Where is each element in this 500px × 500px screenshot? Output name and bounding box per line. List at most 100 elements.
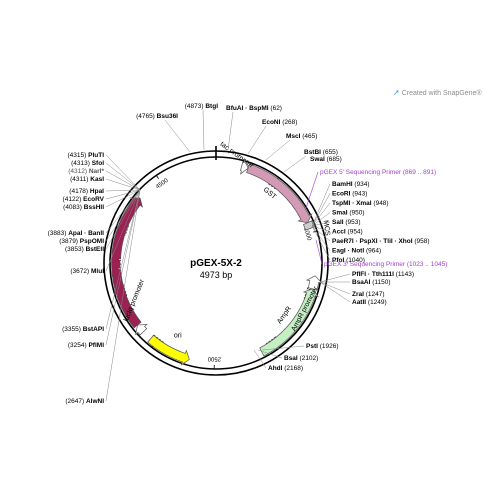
restriction-site-label: ZraI (1247) — [352, 291, 385, 298]
leader-line — [105, 189, 141, 346]
primer-label: pGEX 3' Sequencing Primer (1023 .. 1045) — [324, 261, 447, 268]
restriction-site-label: (4311) KasI — [70, 176, 104, 183]
restriction-site-label: PaeR7I · PspXI · TliI · XhoI (958) — [332, 238, 430, 245]
restriction-site-label: TspMI · XmaI (948) — [332, 200, 389, 207]
restriction-site-label: SwaI (685) — [310, 156, 342, 163]
restriction-site-label: EagI · NotI (964) — [332, 248, 381, 255]
tick-label: 4500 — [155, 178, 170, 191]
feature-ampr-promoter — [305, 275, 323, 291]
leader-line — [105, 189, 141, 192]
leader-line — [105, 170, 141, 191]
leader-line — [105, 154, 141, 191]
feature-layer — [111, 158, 323, 366]
restriction-site-label: PstI (1926) — [306, 343, 339, 350]
leader-line — [311, 202, 331, 227]
feature-tac-promoter — [239, 158, 249, 175]
restriction-site-label: BamHI (934) — [332, 181, 370, 188]
feature-laciq-promoter — [135, 324, 148, 336]
feature-label: MCS — [322, 220, 331, 237]
restriction-site-label: (4083) BssHII — [63, 204, 104, 211]
leader-line — [311, 225, 331, 232]
leader-line — [261, 345, 305, 351]
leader-line — [257, 349, 283, 359]
leader-line — [164, 119, 191, 153]
restriction-site-label: MscI (465) — [286, 133, 317, 140]
leader-line — [319, 281, 351, 295]
leader-line — [105, 189, 141, 272]
leader-line — [311, 225, 331, 261]
tick-label: 2500 — [207, 355, 221, 361]
leader-line — [105, 189, 141, 250]
restriction-site-label: PflFI · Tth111I (1143) — [352, 271, 414, 278]
leader-line — [311, 221, 331, 227]
tick-label: 1000 — [302, 227, 312, 242]
restriction-site-label: (3879) PspOMI — [59, 238, 104, 245]
leader-line — [105, 178, 141, 191]
restriction-site-label: (3883) ApaI · BanII — [48, 230, 105, 237]
leader-line — [253, 349, 267, 369]
restriction-site-label: (3254) PflMI — [68, 342, 104, 349]
restriction-site-label: (4313) SfoI — [71, 160, 104, 167]
leader-line — [105, 189, 141, 234]
restriction-site-label: SmaI (950) — [332, 210, 365, 217]
leader-line — [311, 225, 331, 251]
restriction-site-label: EcoRI (943) — [332, 191, 367, 198]
leader-line — [105, 189, 141, 200]
feature-gst — [246, 163, 313, 224]
leader-line-layer — [105, 109, 351, 402]
tick-mark — [156, 175, 159, 179]
restriction-site-label: BfuAI · BspMI (62) — [226, 105, 282, 112]
leader-line — [105, 189, 141, 330]
plasmid-size: 4973 bp — [200, 270, 233, 280]
leader-line — [247, 125, 267, 155]
snapgene-credit: ➚Created with SnapGene® — [393, 88, 482, 97]
leader-line — [311, 193, 331, 227]
restriction-site-label: BsaAI (1150) — [352, 279, 391, 286]
leader-line — [105, 189, 141, 208]
restriction-site-label: BsaI (2102) — [284, 355, 318, 362]
leader-line — [319, 273, 351, 283]
restriction-site-label: (2647) AlwNI — [65, 398, 104, 405]
restriction-site-label: EcoNI (268) — [262, 119, 297, 126]
restriction-site-label: AhdI (2168) — [268, 365, 303, 372]
primer-leader — [315, 239, 323, 265]
leader-line — [311, 212, 331, 227]
snapgene-logo-icon: ➚ — [393, 88, 400, 97]
plasmid-name: pGEX-5X-2 — [190, 258, 242, 269]
restriction-site-label: (4873) BtgI — [185, 103, 218, 110]
restriction-site-label: (4765) Bsu36I — [136, 113, 178, 120]
leader-line — [319, 281, 351, 303]
leader-line — [265, 139, 291, 161]
restriction-site-label: AatII (1249) — [352, 299, 387, 306]
restriction-site-label: PfoI (1040) — [332, 257, 365, 264]
feature-ampr — [259, 288, 320, 357]
feature-label: lacI — [119, 259, 126, 270]
leader-line — [105, 189, 141, 402]
restriction-site-label: BstBI (655) — [304, 149, 338, 156]
feature-mcs — [302, 220, 315, 231]
primer-leader — [305, 171, 319, 209]
feature-laci — [111, 197, 144, 329]
leader-line — [202, 109, 205, 151]
restriction-site-label: SalI (953) — [332, 219, 361, 226]
restriction-site-label: (4178) HpaI — [69, 188, 104, 195]
restriction-site-label: (3355) BstAPI — [62, 326, 104, 333]
feature-label: ori — [174, 332, 182, 339]
site-label-layer: BamHI (934) EcoRI (943) TspMI · XmaI (948)… — [48, 103, 448, 405]
leader-line — [311, 183, 331, 227]
restriction-site-label: AccI (954) — [332, 229, 363, 236]
leader-line — [105, 162, 141, 191]
restriction-site-label: (3853) BstEII — [65, 246, 104, 253]
restriction-site-label: (4122) EcoRV — [63, 196, 105, 203]
restriction-site-label: (3672) MluI — [70, 268, 104, 275]
restriction-site-label: (4315) PluTI — [68, 152, 105, 159]
restriction-site-label: (4312) NarI* — [68, 168, 104, 175]
feature-ori — [147, 334, 190, 366]
leader-line — [283, 155, 307, 173]
leader-line — [105, 189, 141, 242]
leader-line — [311, 225, 331, 242]
primer-label: pGEX 5' Sequencing Primer (869 .. 891) — [320, 169, 436, 176]
credit-text: Created with SnapGene® — [401, 90, 482, 97]
leader-line — [227, 111, 234, 151]
